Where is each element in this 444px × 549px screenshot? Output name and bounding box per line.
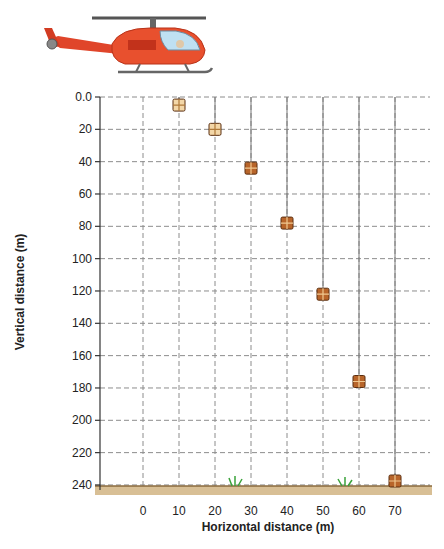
axis-tick-label: 50 [316, 504, 329, 518]
package-strap [353, 376, 365, 388]
drop-line [323, 97, 324, 288]
grid-line [143, 97, 144, 486]
axis-tick-label: 20 [208, 504, 221, 518]
package-strap [245, 162, 257, 174]
axis-tick-label: 60 [79, 187, 92, 201]
grid-line [100, 97, 430, 98]
axis-tick-label: 30 [244, 504, 257, 518]
package [281, 217, 293, 229]
axis-tick-label: 80 [79, 219, 92, 233]
tick-mark [95, 387, 100, 388]
grid-line [100, 290, 430, 291]
axis-tick-label: 20 [79, 122, 92, 136]
package-strap [389, 475, 401, 487]
drop-line [359, 97, 360, 376]
axis-tick-label: 240 [72, 478, 92, 492]
tick-mark [95, 452, 100, 453]
drop-line [215, 97, 216, 123]
package [389, 475, 401, 487]
axis-title: Horizontal distance (m) [202, 520, 335, 534]
axis-title: Vertical distance (m) [13, 234, 27, 351]
axis-tick-label: 100 [72, 252, 92, 266]
tick-mark [95, 323, 100, 324]
grid-line [287, 97, 288, 486]
grid-line [100, 387, 430, 388]
grid-line [100, 258, 430, 259]
axis-tick-label: 120 [72, 284, 92, 298]
ground-edge [95, 485, 432, 487]
package-strap [281, 217, 293, 229]
axis-tick-label: 40 [79, 155, 92, 169]
axis-tick-label: 160 [72, 349, 92, 363]
ground [95, 486, 432, 495]
axis-tick-label: 140 [72, 316, 92, 330]
packages [173, 97, 401, 487]
package [353, 376, 365, 388]
tick-mark [95, 96, 100, 97]
grid-line [100, 161, 430, 162]
grid-line [179, 97, 180, 486]
grid-line [100, 226, 430, 227]
grid-line [100, 420, 430, 421]
grid-line [215, 97, 216, 486]
tick-mark [95, 258, 100, 259]
axis-tick-label: 0 [140, 504, 147, 518]
grass [229, 476, 352, 486]
package-strap [317, 288, 329, 300]
tick-mark [95, 420, 100, 421]
grid-line [100, 129, 430, 130]
vertical-axis [99, 97, 100, 490]
grid-line [100, 323, 430, 324]
axis-tick-label: 40 [280, 504, 293, 518]
grid-line [100, 452, 430, 453]
package [245, 162, 257, 174]
tick-mark [95, 290, 100, 291]
package-strap [209, 123, 221, 135]
axis-tick-label: 0.0 [75, 90, 92, 104]
drop-line [251, 97, 252, 162]
tick-mark [95, 193, 100, 194]
grid-line [251, 97, 252, 486]
axis-tick-label: 200 [72, 413, 92, 427]
package [209, 123, 221, 135]
drop-line [395, 97, 396, 475]
helicopter [44, 18, 212, 72]
tick-mark [95, 161, 100, 162]
tick-mark [95, 129, 100, 130]
tick-mark [95, 484, 100, 485]
tick-mark [95, 355, 100, 356]
axis-tick-label: 70 [388, 504, 401, 518]
tick-mark [95, 226, 100, 227]
axis-tick-label: 220 [72, 446, 92, 460]
axis-tick-label: 10 [172, 504, 185, 518]
dashed-grid [100, 97, 430, 486]
grid-line [100, 193, 430, 194]
package [173, 99, 185, 111]
axis-tick-label: 60 [352, 504, 365, 518]
grid-line [100, 355, 430, 356]
package [317, 288, 329, 300]
drop-line [287, 97, 288, 217]
axis-ticks [95, 97, 100, 485]
grid-line [395, 97, 396, 486]
package-strap [173, 99, 185, 111]
axis-tick-label: 180 [72, 381, 92, 395]
grid-line [359, 97, 360, 486]
